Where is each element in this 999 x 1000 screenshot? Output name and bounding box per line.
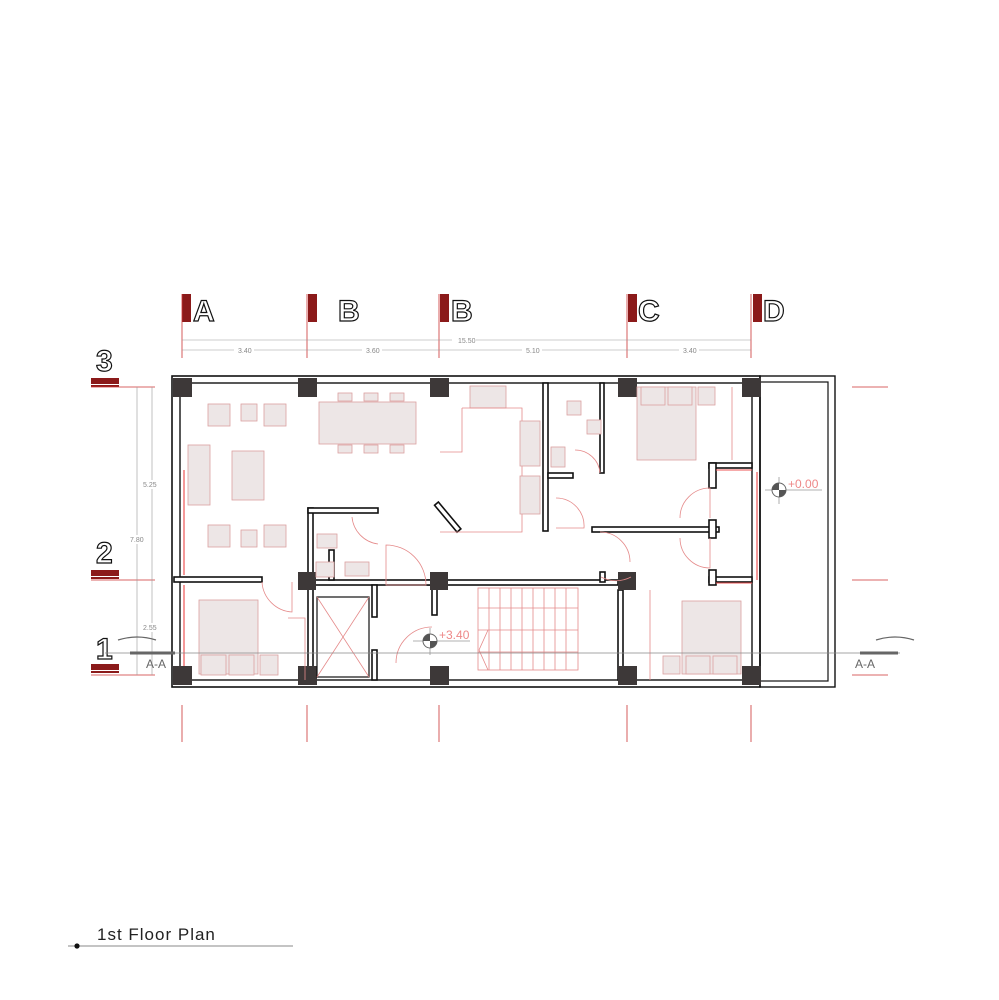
grid-marker-3: 3: [91, 344, 155, 388]
section-line: A-A A-A: [105, 636, 915, 671]
elevator-shaft: [316, 596, 370, 678]
grid-label: C: [638, 295, 660, 328]
level-marker-ground: +0.00: [765, 477, 822, 504]
section-label-right: A-A: [855, 657, 875, 671]
dimension-label: 7.80: [130, 537, 144, 544]
title-text: 1st Floor Plan: [97, 925, 216, 944]
outer-walls: [171, 375, 836, 688]
dimension-label: 3.40: [238, 348, 252, 355]
grid-label: 1: [96, 633, 113, 666]
grid-label: B: [451, 295, 473, 328]
grid-marker-b2: B: [438, 294, 473, 358]
level-marker-upper: +3.40: [413, 628, 470, 655]
dimension-label: 2.55: [143, 625, 157, 632]
furniture: [187, 385, 742, 680]
dimension-label: 5.10: [526, 348, 540, 355]
grid-marker-a: A: [181, 294, 215, 358]
level-label: +3.40: [439, 628, 470, 642]
staircase: [477, 587, 579, 671]
grid-label: A: [193, 295, 215, 328]
dimension-label: 3.60: [366, 348, 380, 355]
grid-label: 2: [96, 537, 113, 570]
dimension-lines: 15.50 3.40 3.60 5.10 3.40 7.80 5.25 2.55: [128, 336, 751, 675]
dimension-label: 5.25: [143, 482, 157, 489]
grid-marker-b1: B: [306, 294, 360, 358]
grid-marker-c: C: [626, 294, 660, 358]
section-label-left: A-A: [146, 657, 166, 671]
grid-label: 3: [96, 345, 113, 378]
level-label: +0.00: [788, 477, 819, 491]
dimension-label: 3.40: [683, 348, 697, 355]
grid-label: D: [763, 295, 785, 328]
doors: [261, 449, 711, 664]
grid-marker-1: 1: [91, 632, 155, 676]
interior-walls: [173, 382, 753, 681]
column-grid-markers: A B B C D: [181, 294, 785, 358]
structural-columns: [173, 378, 761, 685]
dimension-label: 15.50: [458, 338, 476, 345]
grid-marker-2: 2: [91, 536, 155, 581]
drawing-title: 1st Floor Plan: [68, 925, 293, 949]
grid-label: B: [338, 295, 360, 328]
grid-marker-d: D: [750, 294, 785, 358]
row-grid-markers: 3 2 1: [91, 344, 888, 742]
